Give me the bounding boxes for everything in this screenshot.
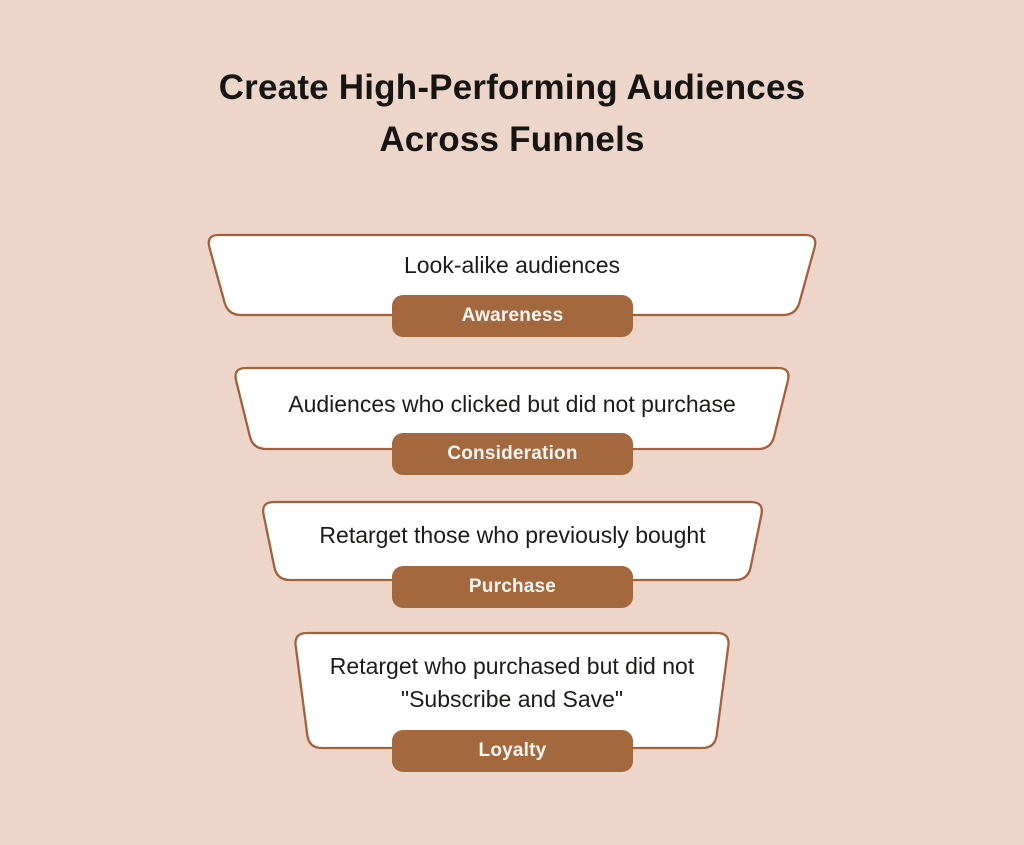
funnel-shape-outline (207, 233, 817, 317)
funnel-shape (234, 366, 790, 451)
stage-description: Retarget those who previously bought (319, 522, 706, 548)
funnel-shape-outline (234, 366, 790, 451)
funnel-shape (294, 631, 730, 750)
page-title: Create High-Performing Audiences Across … (0, 62, 1024, 166)
funnel-shape (262, 500, 763, 582)
funnel-shape (207, 233, 817, 317)
page-title-line-1: Create High-Performing Audiences (218, 68, 806, 107)
funnel-shape-outline (294, 631, 730, 750)
stage-badge: Loyalty (392, 730, 633, 772)
stage-badge: Awareness (392, 295, 633, 337)
stage-badge: Consideration (392, 433, 633, 475)
stage-description: Look-alike audiences (403, 252, 621, 278)
stage-description: Retarget who purchased but did not "Subs… (329, 653, 695, 712)
funnel-shape-outline (262, 500, 763, 582)
stage-description: Audiences who clicked but did not purcha… (288, 391, 736, 417)
page-title-line-2: Across Funnels (379, 120, 645, 159)
stage-badge: Purchase (392, 566, 633, 608)
